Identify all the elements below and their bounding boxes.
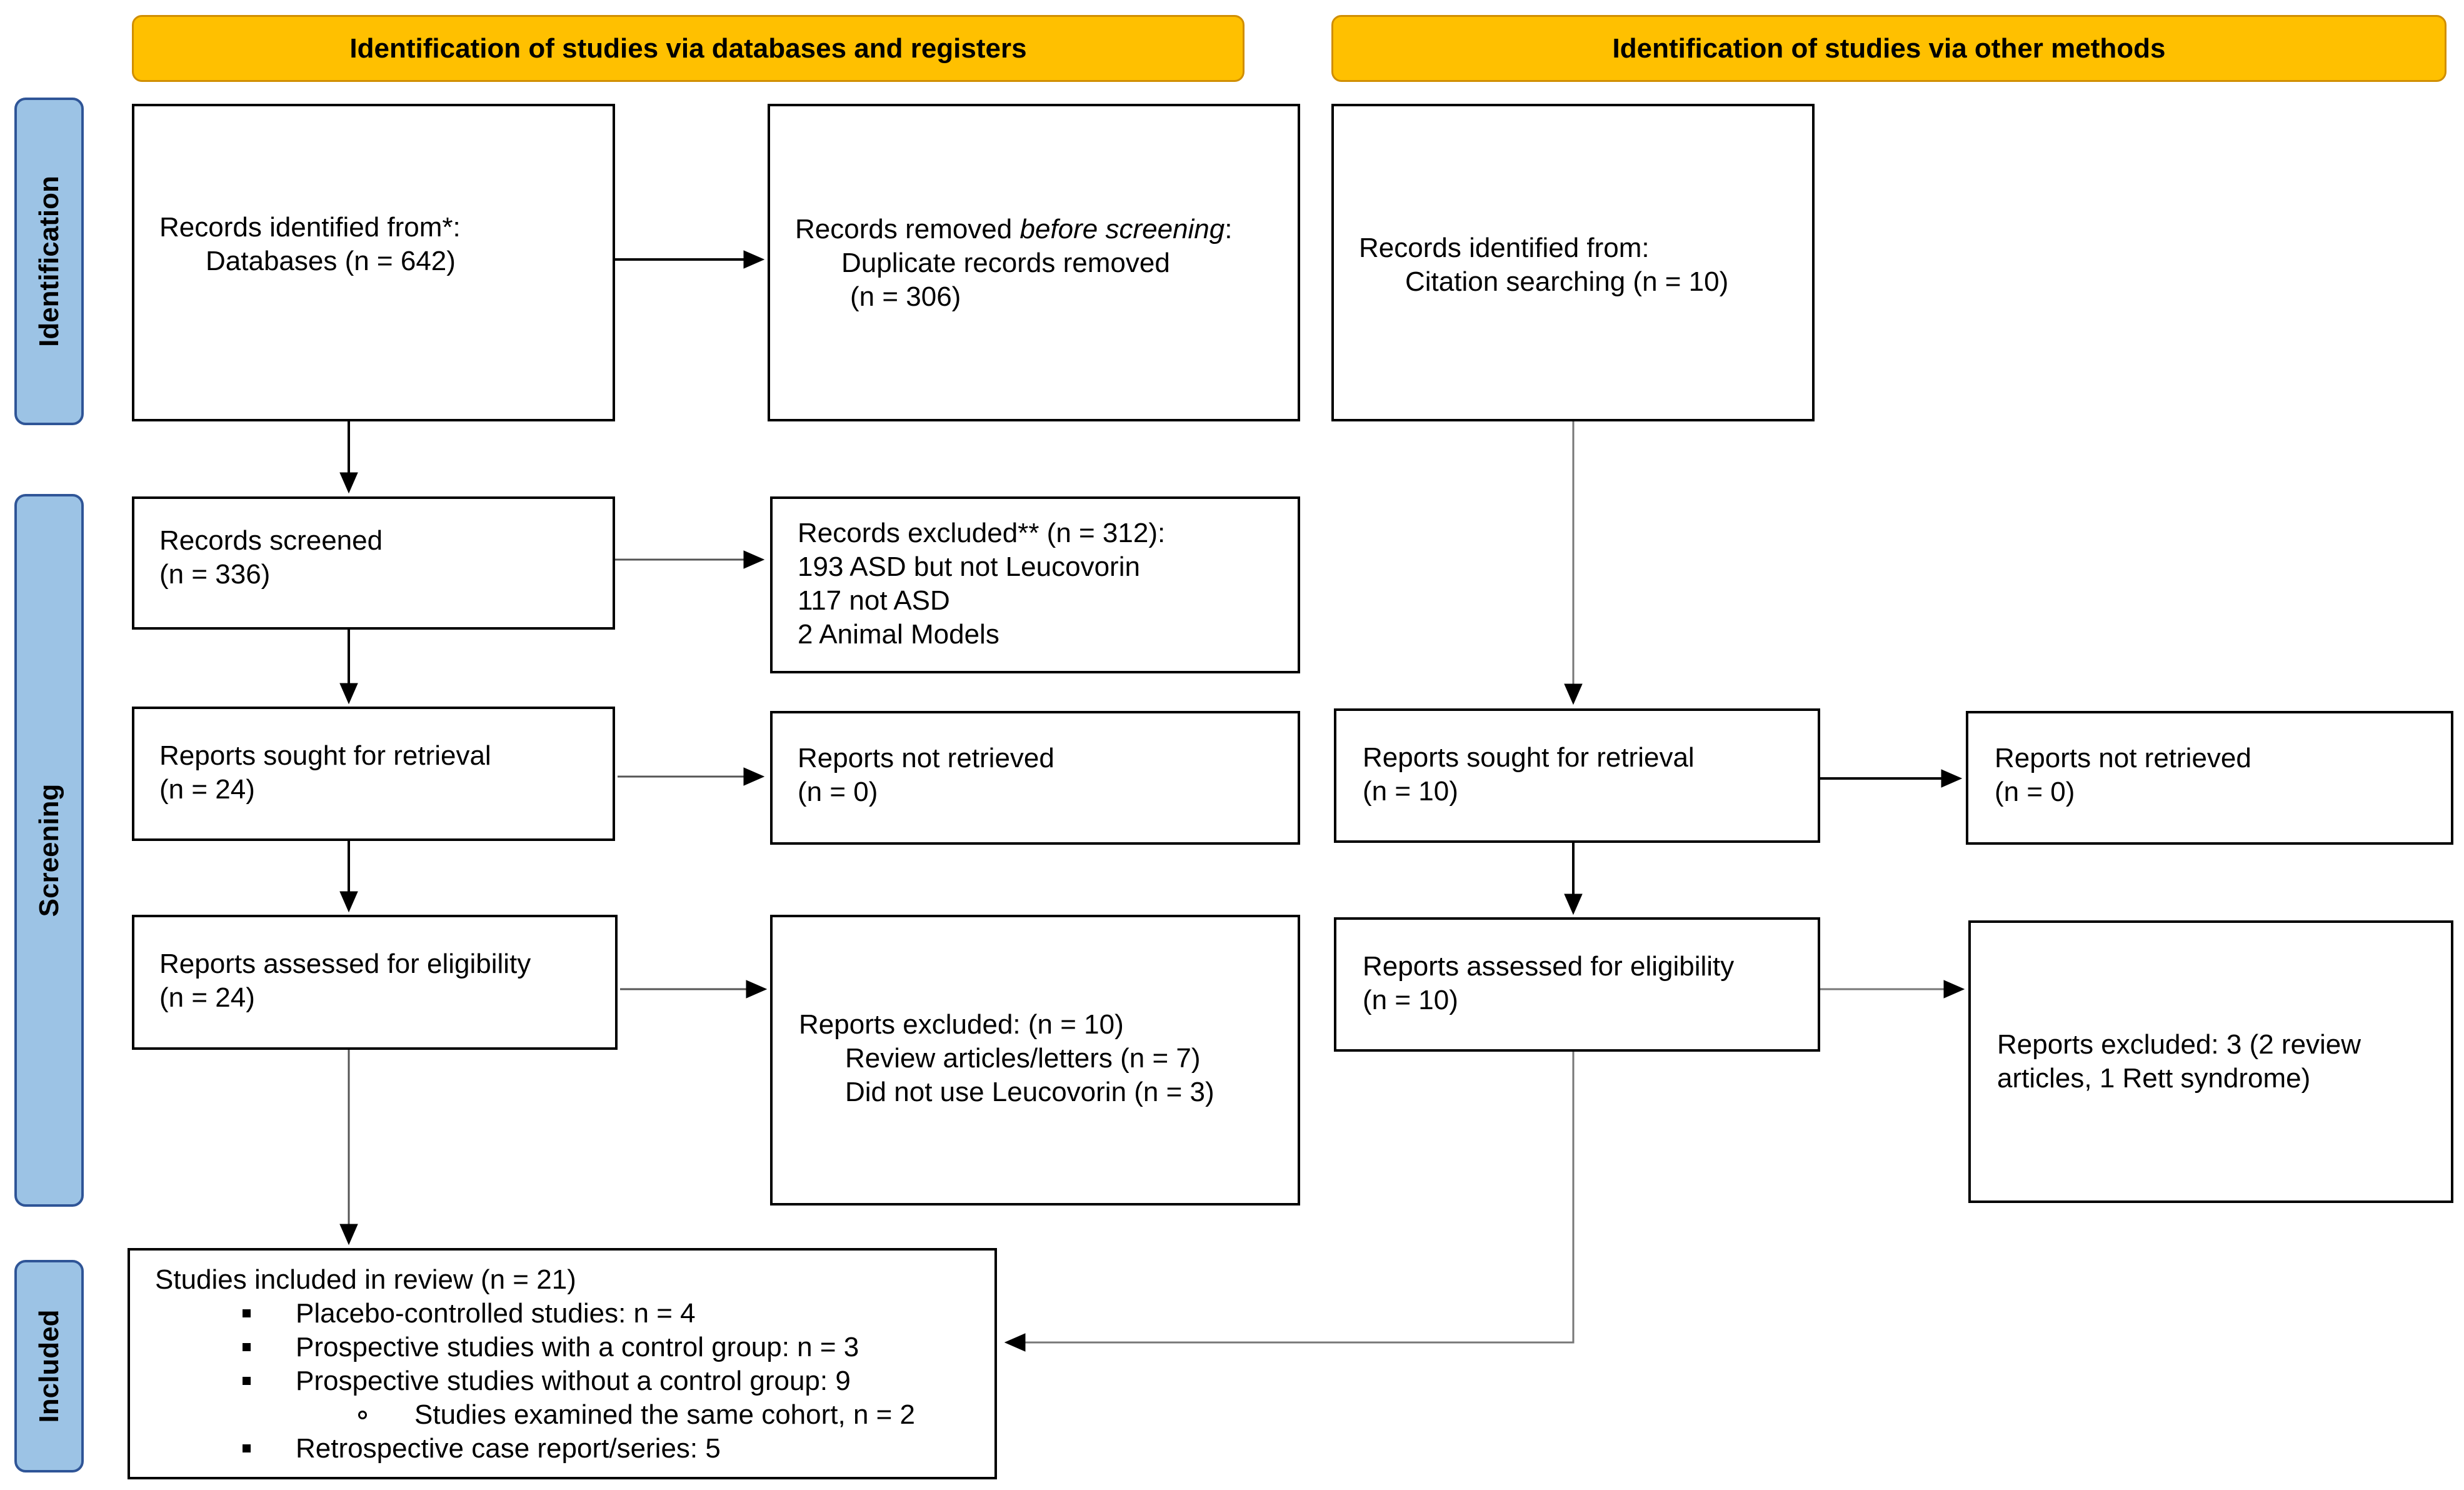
studies-included-item: Prospective studies without a control gr… (155, 1364, 994, 1398)
records-excluded-box: Records excluded** (n = 312): 193 ASD bu… (770, 496, 1300, 673)
citation-reports-assessed-box: Reports assessed for eligibility (n = 10… (1334, 917, 1820, 1052)
studies-included-item: Retrospective case report/series: 5 (155, 1432, 994, 1466)
studies-included-box: Studies included in review (n = 21) Plac… (128, 1248, 997, 1479)
arrow-citation-assessed-to-included (1025, 1052, 1575, 1344)
citation-reports-assessed-title: Reports assessed for eligibility (1363, 951, 1735, 982)
citation-reports-sought-count: (n = 10) (1363, 776, 1458, 807)
phase-included: Included (14, 1260, 84, 1472)
studies-included-title: Studies included in review (n = 21) (155, 1264, 576, 1295)
reports-sought-title: Reports sought for retrieval (159, 740, 491, 771)
reports-sought-count: (n = 24) (159, 774, 255, 805)
arrowhead (743, 550, 765, 569)
citation-reports-not-retrieved-box: Reports not retrieved (n = 0) (1966, 711, 2453, 845)
citation-identified-detail: Citation searching (n = 10) (1405, 266, 1729, 297)
studies-included-item: Prospective studies with a control group… (155, 1331, 994, 1364)
records-excluded-reason: 2 Animal Models (798, 619, 999, 650)
records-identified-databases-box: Records identified from*: Databases (n =… (132, 104, 615, 421)
arrowhead (339, 891, 358, 913)
records-excluded-reason: 193 ASD but not Leucovorin (798, 551, 1140, 582)
arrowhead (743, 250, 765, 269)
citation-reports-sought-title: Reports sought for retrieval (1363, 742, 1695, 773)
arrowhead (1564, 893, 1583, 915)
phase-screening: Screening (14, 494, 84, 1207)
reports-assessed-box: Reports assessed for eligibility (n = 24… (132, 915, 618, 1050)
reports-not-retrieved-title: Reports not retrieved (798, 743, 1054, 773)
records-removed-detail: Duplicate records removed (841, 248, 1170, 278)
studies-included-list-tail: Retrospective case report/series: 5 (155, 1432, 994, 1466)
reports-assessed-title: Reports assessed for eligibility (159, 949, 531, 979)
reports-assessed-count: (n = 24) (159, 982, 255, 1013)
citation-reports-assessed-count: (n = 10) (1363, 985, 1458, 1015)
records-screened-title: Records screened (159, 525, 383, 556)
arrowhead (1943, 980, 1965, 999)
records-removed-emphasis: before screening (1019, 214, 1225, 244)
citation-reports-not-retrieved-title: Reports not retrieved (1995, 743, 2251, 773)
studies-included-sublist: Studies examined the same cohort, n = 2 (155, 1398, 994, 1432)
arrowhead (339, 1224, 358, 1246)
reports-excluded-box: Reports excluded: (n = 10) Review articl… (770, 915, 1300, 1206)
reports-excluded-reason: Did not use Leucovorin (n = 3) (845, 1077, 1214, 1107)
reports-excluded-reason: Review articles/letters (n = 7) (845, 1043, 1201, 1074)
phase-identification: Identification (14, 98, 84, 425)
studies-included-subitem: Studies examined the same cohort, n = 2 (155, 1398, 994, 1432)
arrowhead (1564, 683, 1583, 705)
records-removed-box: Records removed before screening: Duplic… (768, 104, 1300, 421)
records-removed-suffix: : (1224, 214, 1233, 244)
arrowhead (1941, 769, 1963, 788)
citation-reports-excluded-line2: articles, 1 Rett syndrome) (1997, 1063, 2311, 1094)
reports-not-retrieved-box: Reports not retrieved (n = 0) (770, 711, 1300, 845)
records-screened-box: Records screened (n = 336) (132, 496, 615, 630)
arrowhead (339, 472, 358, 494)
citation-reports-excluded-line1: Reports excluded: 3 (2 review (1997, 1029, 2361, 1060)
reports-not-retrieved-count: (n = 0) (798, 777, 878, 807)
citation-reports-excluded-box: Reports excluded: 3 (2 review articles, … (1968, 920, 2453, 1203)
records-removed-prefix: Records removed (795, 214, 1020, 244)
reports-excluded-title: Reports excluded: (n = 10) (799, 1009, 1124, 1040)
records-excluded-reason: 117 not ASD (798, 585, 950, 616)
arrowhead (1004, 1333, 1026, 1352)
records-identified-detail: Databases (n = 642) (206, 246, 456, 276)
arrowhead (339, 683, 358, 705)
reports-sought-box: Reports sought for retrieval (n = 24) (132, 707, 615, 841)
records-screened-count: (n = 336) (159, 559, 271, 590)
records-identified-title: Records identified from*: (159, 212, 461, 243)
banner-other-methods: Identification of studies via other meth… (1331, 15, 2446, 82)
citation-reports-not-retrieved-count: (n = 0) (1995, 777, 2075, 807)
records-excluded-title: Records excluded** (n = 312): (798, 518, 1166, 548)
records-identified-citation-box: Records identified from: Citation search… (1331, 104, 1815, 421)
citation-identified-title: Records identified from: (1359, 233, 1650, 263)
arrowhead (743, 767, 765, 786)
records-removed-count: (n = 306) (850, 281, 961, 312)
arrowhead (746, 980, 768, 999)
records-removed-title: Records removed before screening: (795, 213, 1298, 246)
banner-databases: Identification of studies via databases … (132, 15, 1245, 82)
citation-reports-sought-box: Reports sought for retrieval (n = 10) (1334, 708, 1820, 843)
studies-included-list: Placebo-controlled studies: n = 4 Prospe… (155, 1297, 994, 1398)
studies-included-item: Placebo-controlled studies: n = 4 (155, 1297, 994, 1331)
